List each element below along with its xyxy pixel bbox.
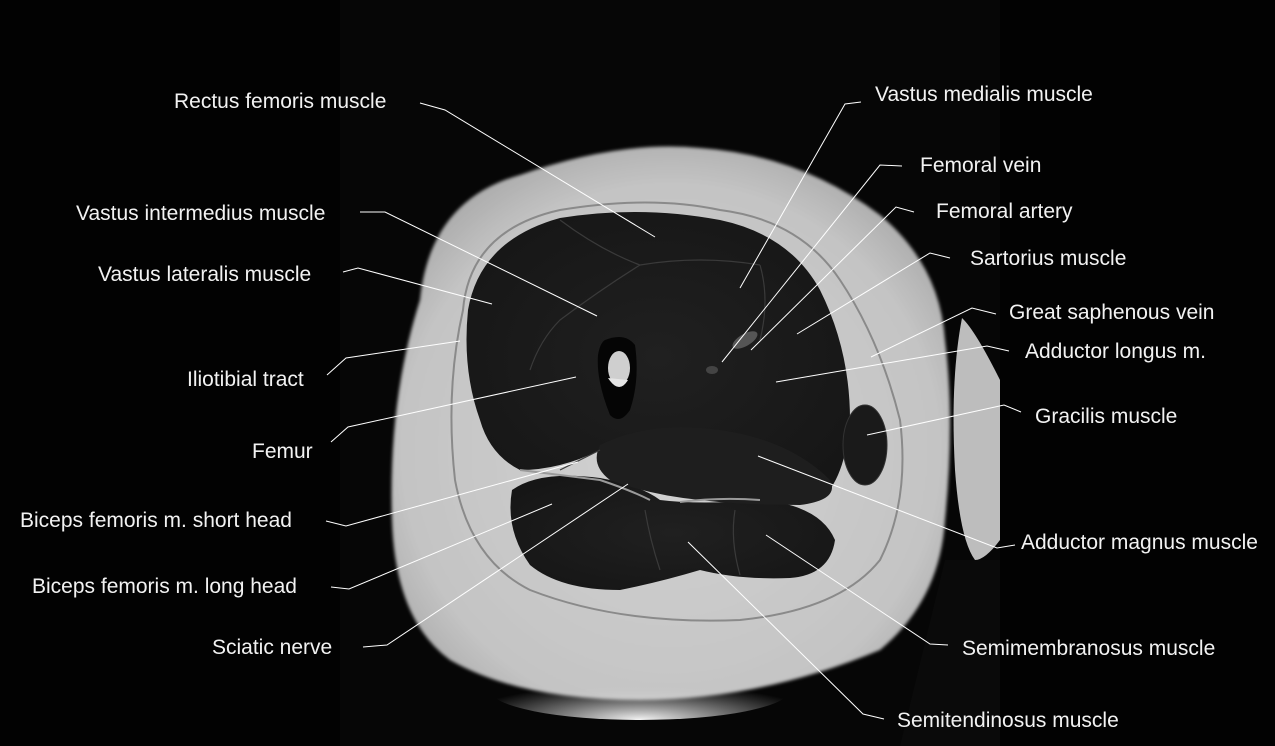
label-vastus-intermedius: Vastus intermedius muscle [76,202,326,225]
label-adductor-longus: Adductor longus m. [1025,340,1206,363]
leader-line-sciatic-nerve [362,483,629,648]
gracilis-region [842,404,888,486]
label-iliotibial-tract: Iliotibial tract [187,368,304,391]
leader-line-vastus-medialis [739,101,862,289]
label-femur: Femur [252,440,313,463]
label-gracilis: Gracilis muscle [1035,405,1178,428]
contralateral-thigh [953,318,1000,560]
label-semimembranosus: Semimembranosus muscle [962,637,1216,660]
leader-line-femoral-vein [721,164,903,363]
label-great-saphenous-vein: Great saphenous vein [1009,301,1215,324]
femur-marrow [608,351,630,385]
leader-line-semimembranosus [765,534,949,646]
leader-line-adductor-magnus [757,455,1016,549]
leader-line-biceps-long [330,503,553,590]
label-sciatic-nerve: Sciatic nerve [212,636,333,659]
hamstring-region [510,475,835,590]
leader-line-semitendinosus [687,541,885,720]
label-vastus-lateralis: Vastus lateralis muscle [98,263,312,286]
quadriceps-adductor-region [466,211,850,502]
leader-lines [325,101,1022,720]
leader-line-adductor-longus [775,345,1010,383]
leader-line-femoral-artery [750,206,915,351]
leader-line-great-saphenous [870,307,997,358]
label-femoral-artery: Femoral artery [936,200,1073,223]
label-adductor-magnus: Adductor magnus muscle [1021,531,1258,554]
adductor-magnus-region [596,427,832,505]
leader-line-biceps-short [325,461,579,527]
leader-line-rectus-femoris [419,102,656,238]
leader-line-femur [330,376,577,443]
label-biceps-femoris-long-head: Biceps femoris m. long head [32,575,297,598]
leader-line-sartorius [796,252,951,335]
label-rectus-femoris: Rectus femoris muscle [174,90,387,113]
leader-line-vastus-lateralis [342,267,493,305]
label-vastus-medialis: Vastus medialis muscle [875,83,1093,106]
leader-line-gracilis [866,404,1022,436]
label-semitendinosus: Semitendinosus muscle [897,709,1119,732]
leader-line-iliotibial-tract [326,340,461,376]
label-sartorius: Sartorius muscle [970,247,1127,270]
label-femoral-vein: Femoral vein [920,154,1042,177]
leader-line-vastus-intermedius [360,211,598,317]
label-biceps-femoris-short-head: Biceps femoris m. short head [20,509,292,532]
